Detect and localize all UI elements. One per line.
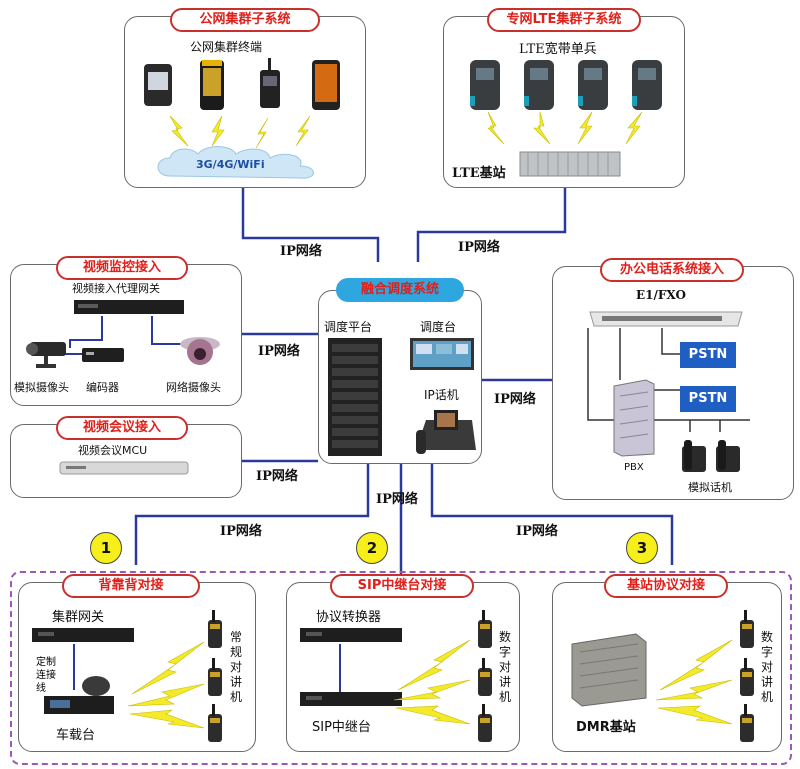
phone-icon: [144, 58, 340, 110]
analog-camera-icon: [26, 342, 66, 368]
walkie-talkie-icon: [208, 610, 222, 742]
dispatch-platform-label: 调度平台: [324, 320, 373, 334]
option2-radio-text: 数字对讲机: [498, 630, 511, 704]
public-trunk-title: 公网集群子系统: [170, 8, 320, 32]
dmr-base-station-icon: [571, 633, 647, 707]
server-rack-icon: [328, 338, 382, 456]
option2-device2-label: SIP中继台: [312, 720, 371, 735]
lightning-icon: [393, 639, 471, 725]
encoder-icon: [82, 348, 124, 362]
lte-base-label: LTE基站: [452, 166, 506, 181]
option3-device2-label: DMR基站: [576, 720, 636, 735]
analog-phone-icon: [682, 440, 740, 472]
ip-network-label-center: IP网络: [376, 492, 418, 507]
option1-radio-text: 常规对讲机: [229, 630, 242, 704]
walkie-talkie-icon: [740, 610, 754, 742]
office-phone-links: [587, 328, 750, 432]
lightning-icon: [487, 112, 643, 145]
ipphone-label: IP话机: [424, 388, 459, 402]
office-phone-panel: [552, 266, 794, 500]
public-terminal-label: 公网集群终端: [190, 40, 263, 54]
video-conf-title: 视频会议接入: [56, 416, 188, 440]
lte-trunk-title: 专网LTE集群子系统: [487, 8, 641, 32]
lightning-icon: [127, 641, 205, 729]
video-mcu-label: 视频会议MCU: [78, 444, 148, 457]
encoder-label: 编码器: [86, 381, 119, 394]
fxo-label: E1/FXO: [636, 288, 686, 302]
cloud-icon: [157, 146, 314, 179]
public-terminal-devices: [140, 58, 350, 114]
analog-phone-label: 模拟话机: [688, 481, 732, 494]
ip-network-label-top-right: IP网络: [458, 240, 500, 255]
walkie-talkie-icon: [478, 610, 492, 742]
option1-title: 背靠背对接: [62, 574, 200, 598]
trunk-gateway-icon: [32, 628, 134, 642]
vehicle-radio-icon: [44, 676, 114, 714]
dispatch-console-label: 调度台: [420, 320, 457, 334]
pbx-label: PBX: [624, 462, 644, 473]
pbx-icon: [613, 379, 655, 457]
option2-link: [339, 644, 341, 692]
pstn-box-1: PSTN: [680, 342, 736, 368]
video-gateway-label: 视频接入代理网关: [72, 282, 160, 295]
protocol-converter-icon: [300, 628, 402, 642]
ip-network-label-top-left: IP网络: [280, 244, 322, 259]
video-monitor-title: 视频监控接入: [56, 256, 188, 280]
office-phone-title: 办公电话系统接入: [600, 258, 744, 282]
options-dashed-border: [10, 571, 792, 765]
option2-title: SIP中继台对接: [330, 574, 474, 598]
video-monitor-panel: [10, 264, 242, 406]
option-number-1: 1: [90, 532, 122, 564]
cloud-label: 3G/4G/WiFi: [196, 158, 265, 171]
lte-terminal-devices: [470, 60, 662, 110]
ip-network-label-left: IP网络: [220, 524, 262, 539]
option-number-2: 2: [356, 532, 388, 564]
ip-network-label-office: IP网络: [494, 392, 536, 407]
option2-device1-label: 协议转换器: [316, 610, 382, 625]
option3-title: 基站协议对接: [604, 574, 728, 598]
base-station-icon: [519, 151, 621, 177]
ip-network-label-conf: IP网络: [256, 469, 298, 484]
ip-network-label-video: IP网络: [258, 344, 300, 359]
option1-side-note: 定制连接线: [36, 657, 56, 694]
lightning-icon: [169, 116, 311, 149]
option1-link: [73, 644, 75, 690]
console-monitor-icon: [410, 338, 474, 370]
option1-device2-label: 车载台: [56, 728, 96, 743]
mcu-icon: [59, 461, 189, 475]
gateway-icon: [74, 300, 184, 314]
fxo-gateway-icon: [589, 311, 743, 327]
lte-terminal-label: LTE宽带单兵: [519, 42, 597, 57]
sip-relay-icon: [300, 692, 402, 706]
ip-camera-label: 网络摄像头: [166, 381, 221, 394]
option-number-3: 3: [626, 532, 658, 564]
option3-radio-text: 数字对讲机: [760, 630, 773, 704]
ip-phone-icon: [416, 410, 476, 454]
ip-camera-icon: [180, 337, 220, 365]
dispatch-title: 融合调度系统: [336, 278, 464, 302]
pstn-box-2: PSTN: [680, 386, 736, 412]
lightning-icon: [655, 639, 733, 725]
option1-device1-label: 集群网关: [52, 610, 105, 625]
ip-network-label-right: IP网络: [516, 524, 558, 539]
analog-camera-label: 模拟摄像头: [14, 381, 69, 394]
